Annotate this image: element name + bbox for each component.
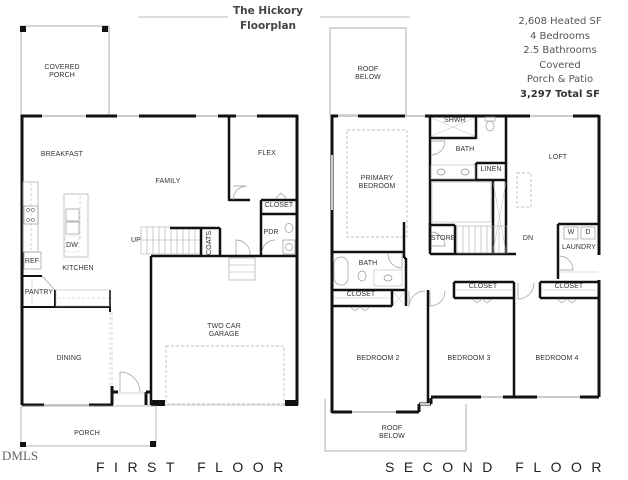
dishwasher-label: DW — [66, 242, 78, 249]
room-pdr: PDR — [263, 229, 279, 236]
stairs-down-label: DN — [522, 235, 534, 242]
room-bedroom3: BEDROOM 3 — [447, 355, 491, 362]
second-floor-plan — [324, 27, 601, 452]
room-label-line: ROOF — [381, 425, 403, 432]
home-stats: 2,608 Heated SF 4 Bedrooms 2.5 Bathrooms… — [500, 15, 620, 103]
room-shower: SHWR — [444, 117, 466, 124]
room-roof-below-bottom: ROOF BELOW — [376, 425, 408, 441]
first-floor-plan — [20, 25, 299, 447]
room-hall-bath: BATH — [358, 260, 378, 267]
room-kitchen: KITCHEN — [62, 265, 94, 272]
room-pantry: PANTRY — [24, 289, 54, 296]
room-closet-bedroom4: CLOSET — [554, 283, 584, 290]
room-store: STORE — [431, 235, 456, 242]
room-loft: LOFT — [548, 154, 568, 161]
room-dining: DINING — [56, 355, 82, 362]
room-breakfast: BREAKFAST — [40, 151, 84, 158]
room-flex: FLEX — [258, 150, 276, 157]
second-floor-label: SECOND FLOOR — [385, 459, 612, 475]
room-primary-bedroom: PRIMARY BEDROOM — [355, 175, 399, 191]
room-closet-bedroom3: CLOSET — [468, 283, 498, 290]
refrigerator-label: REF — [24, 258, 40, 265]
room-linen: LINEN — [480, 166, 502, 173]
room-porch: PORCH — [74, 430, 100, 437]
stat-total-sf: 3,297 Total SF — [520, 88, 600, 100]
stat-covered-line1: Covered — [539, 59, 581, 71]
room-label-line: COVERED — [44, 64, 80, 71]
room-garage: TWO CAR GARAGE — [200, 323, 248, 339]
room-closet-bedroom2: CLOSET — [346, 291, 376, 298]
room-bedroom4: BEDROOM 4 — [535, 355, 579, 362]
room-label-line: BELOW — [379, 433, 405, 440]
room-label-line: GARAGE — [208, 331, 240, 338]
room-label-line: PORCH — [49, 72, 75, 79]
stairs-up-label: UP — [131, 237, 141, 244]
room-roof-below-top: ROOF BELOW — [352, 66, 384, 82]
stat-bathrooms: 2.5 Bathrooms — [523, 45, 597, 57]
stat-heated-sf: 2,608 Heated SF — [518, 16, 602, 27]
room-label-line: BEDROOM — [358, 183, 396, 190]
watermark: DMLS — [2, 448, 39, 463]
stat-covered-line2: Porch & Patio — [526, 74, 594, 86]
washer-label: W — [567, 229, 575, 236]
room-bedroom2: BEDROOM 2 — [356, 355, 400, 362]
room-family: FAMILY — [155, 178, 181, 185]
room-laundry: LAUNDRY — [561, 244, 597, 251]
first-floor-label: FIRST FLOOR — [96, 459, 293, 475]
room-coats: COATS — [206, 230, 213, 255]
dryer-label: D — [585, 229, 591, 236]
stat-bedrooms: 4 Bedrooms — [530, 30, 590, 42]
room-label-line: BELOW — [355, 74, 381, 81]
room-primary-bath: BATH — [455, 146, 475, 153]
plan-title-line1: The Hickory — [233, 5, 303, 17]
room-closet: CLOSET — [264, 202, 294, 209]
room-label-line: TWO CAR — [207, 323, 241, 330]
room-covered-porch: COVERED PORCH — [36, 64, 88, 80]
room-label-line: ROOF — [357, 66, 379, 73]
plan-title-line2: Floorplan — [239, 20, 297, 32]
room-label-line: PRIMARY — [360, 175, 394, 182]
plan-title: The Hickory Floorplan — [228, 4, 308, 34]
